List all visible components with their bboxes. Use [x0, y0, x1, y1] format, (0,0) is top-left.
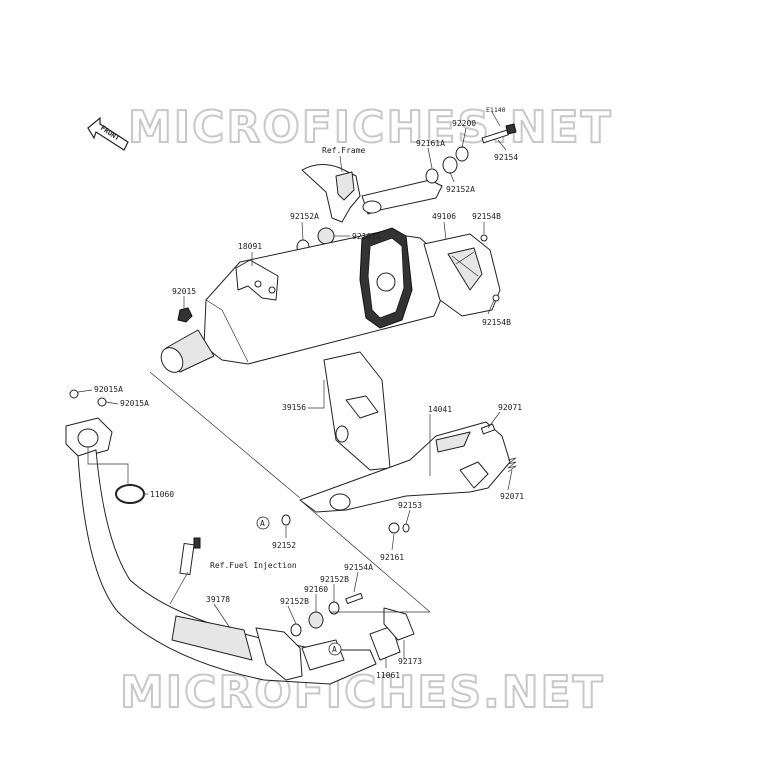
collar-92152A-top — [442, 156, 458, 174]
callout-11061: 11061 — [376, 671, 400, 680]
collar-92152 — [281, 514, 291, 526]
heat-shield-39156 — [323, 351, 391, 471]
watermark-top: MICROFICHES.NET — [128, 102, 613, 153]
front-arrow-icon: FRONT — [87, 116, 129, 151]
callout-39178: 39178 — [206, 595, 230, 604]
callout-92152b-2: 92152B — [320, 575, 349, 584]
callout-14041: 14041 — [428, 405, 452, 414]
washer-92200 — [455, 146, 469, 162]
spring-92071 — [480, 423, 517, 473]
callout-92173: 92173 — [398, 657, 422, 666]
callout-labels: E1140 92200 92154 92161A 92152A 92161A 9… — [94, 106, 524, 680]
grommet-92161A-top — [425, 168, 439, 184]
callout-92200: 92200 — [452, 119, 476, 128]
collar-92153 — [402, 523, 410, 533]
callout-92071-2: 92071 — [500, 492, 524, 501]
callout-92071-1: 92071 — [498, 403, 522, 412]
callout-92154: 92154 — [494, 153, 518, 162]
callout-92161a-top: 92161A — [416, 139, 445, 148]
callout-18091: 18091 — [238, 242, 262, 251]
callout-49106: 49106 — [432, 212, 456, 221]
bolt-92154 — [481, 123, 517, 144]
callout-92152a-top: 92152A — [446, 185, 475, 194]
grommet-92161A — [317, 227, 335, 245]
gasket-ring-11060 — [115, 484, 145, 504]
grommet-92160 — [308, 611, 324, 629]
callout-92153: 92153 — [398, 501, 422, 510]
svg-text:A: A — [260, 519, 265, 528]
callout-92154b-2: 92154B — [482, 318, 511, 327]
clamp-92173 — [383, 607, 415, 641]
bolt-92154A — [345, 592, 364, 605]
marker-a-2: A — [328, 642, 342, 656]
callout-92161: 92161 — [380, 553, 404, 562]
callout-92015: 92015 — [172, 287, 196, 296]
callout-92154b-1: 92154B — [472, 212, 501, 221]
callout-92152: 92152 — [272, 541, 296, 550]
o2-sensor — [169, 537, 201, 605]
nut-92015 — [177, 307, 193, 323]
watermark-bottom: MICROFICHES.NET — [120, 667, 605, 718]
callout-92015a-2: 92015A — [120, 399, 149, 408]
callout-e1140: E1140 — [486, 106, 506, 114]
svg-text:A: A — [332, 645, 337, 654]
callout-92154a: 92154A — [344, 563, 373, 572]
callout-92015a-1: 92015A — [94, 385, 123, 394]
muffler — [160, 227, 445, 373]
callout-92160: 92160 — [304, 585, 328, 594]
cover-14041 — [299, 421, 511, 513]
muffler-cover-49106 — [423, 233, 501, 317]
callout-92152b-1: 92152B — [280, 597, 309, 606]
ref-frame-label: Ref.Frame — [322, 146, 366, 155]
frame-bracket — [301, 164, 443, 223]
ref-fuel-injection-label: Ref.Fuel Injection — [210, 561, 297, 570]
nut-92015A-1 — [69, 389, 79, 399]
callout-92152a: 92152A — [290, 212, 319, 221]
marker-a-1: A — [256, 516, 270, 530]
joint-11061 — [369, 625, 401, 661]
collar-92152B-1 — [290, 623, 302, 637]
callout-39156: 39156 — [282, 403, 306, 412]
callout-92161a: 92161A — [352, 232, 381, 241]
gasket-plate — [65, 417, 113, 459]
callout-11060: 11060 — [150, 490, 174, 499]
nut-92015A-2 — [97, 397, 107, 407]
leader-lines — [77, 111, 513, 668]
grommet-92161 — [388, 522, 400, 534]
